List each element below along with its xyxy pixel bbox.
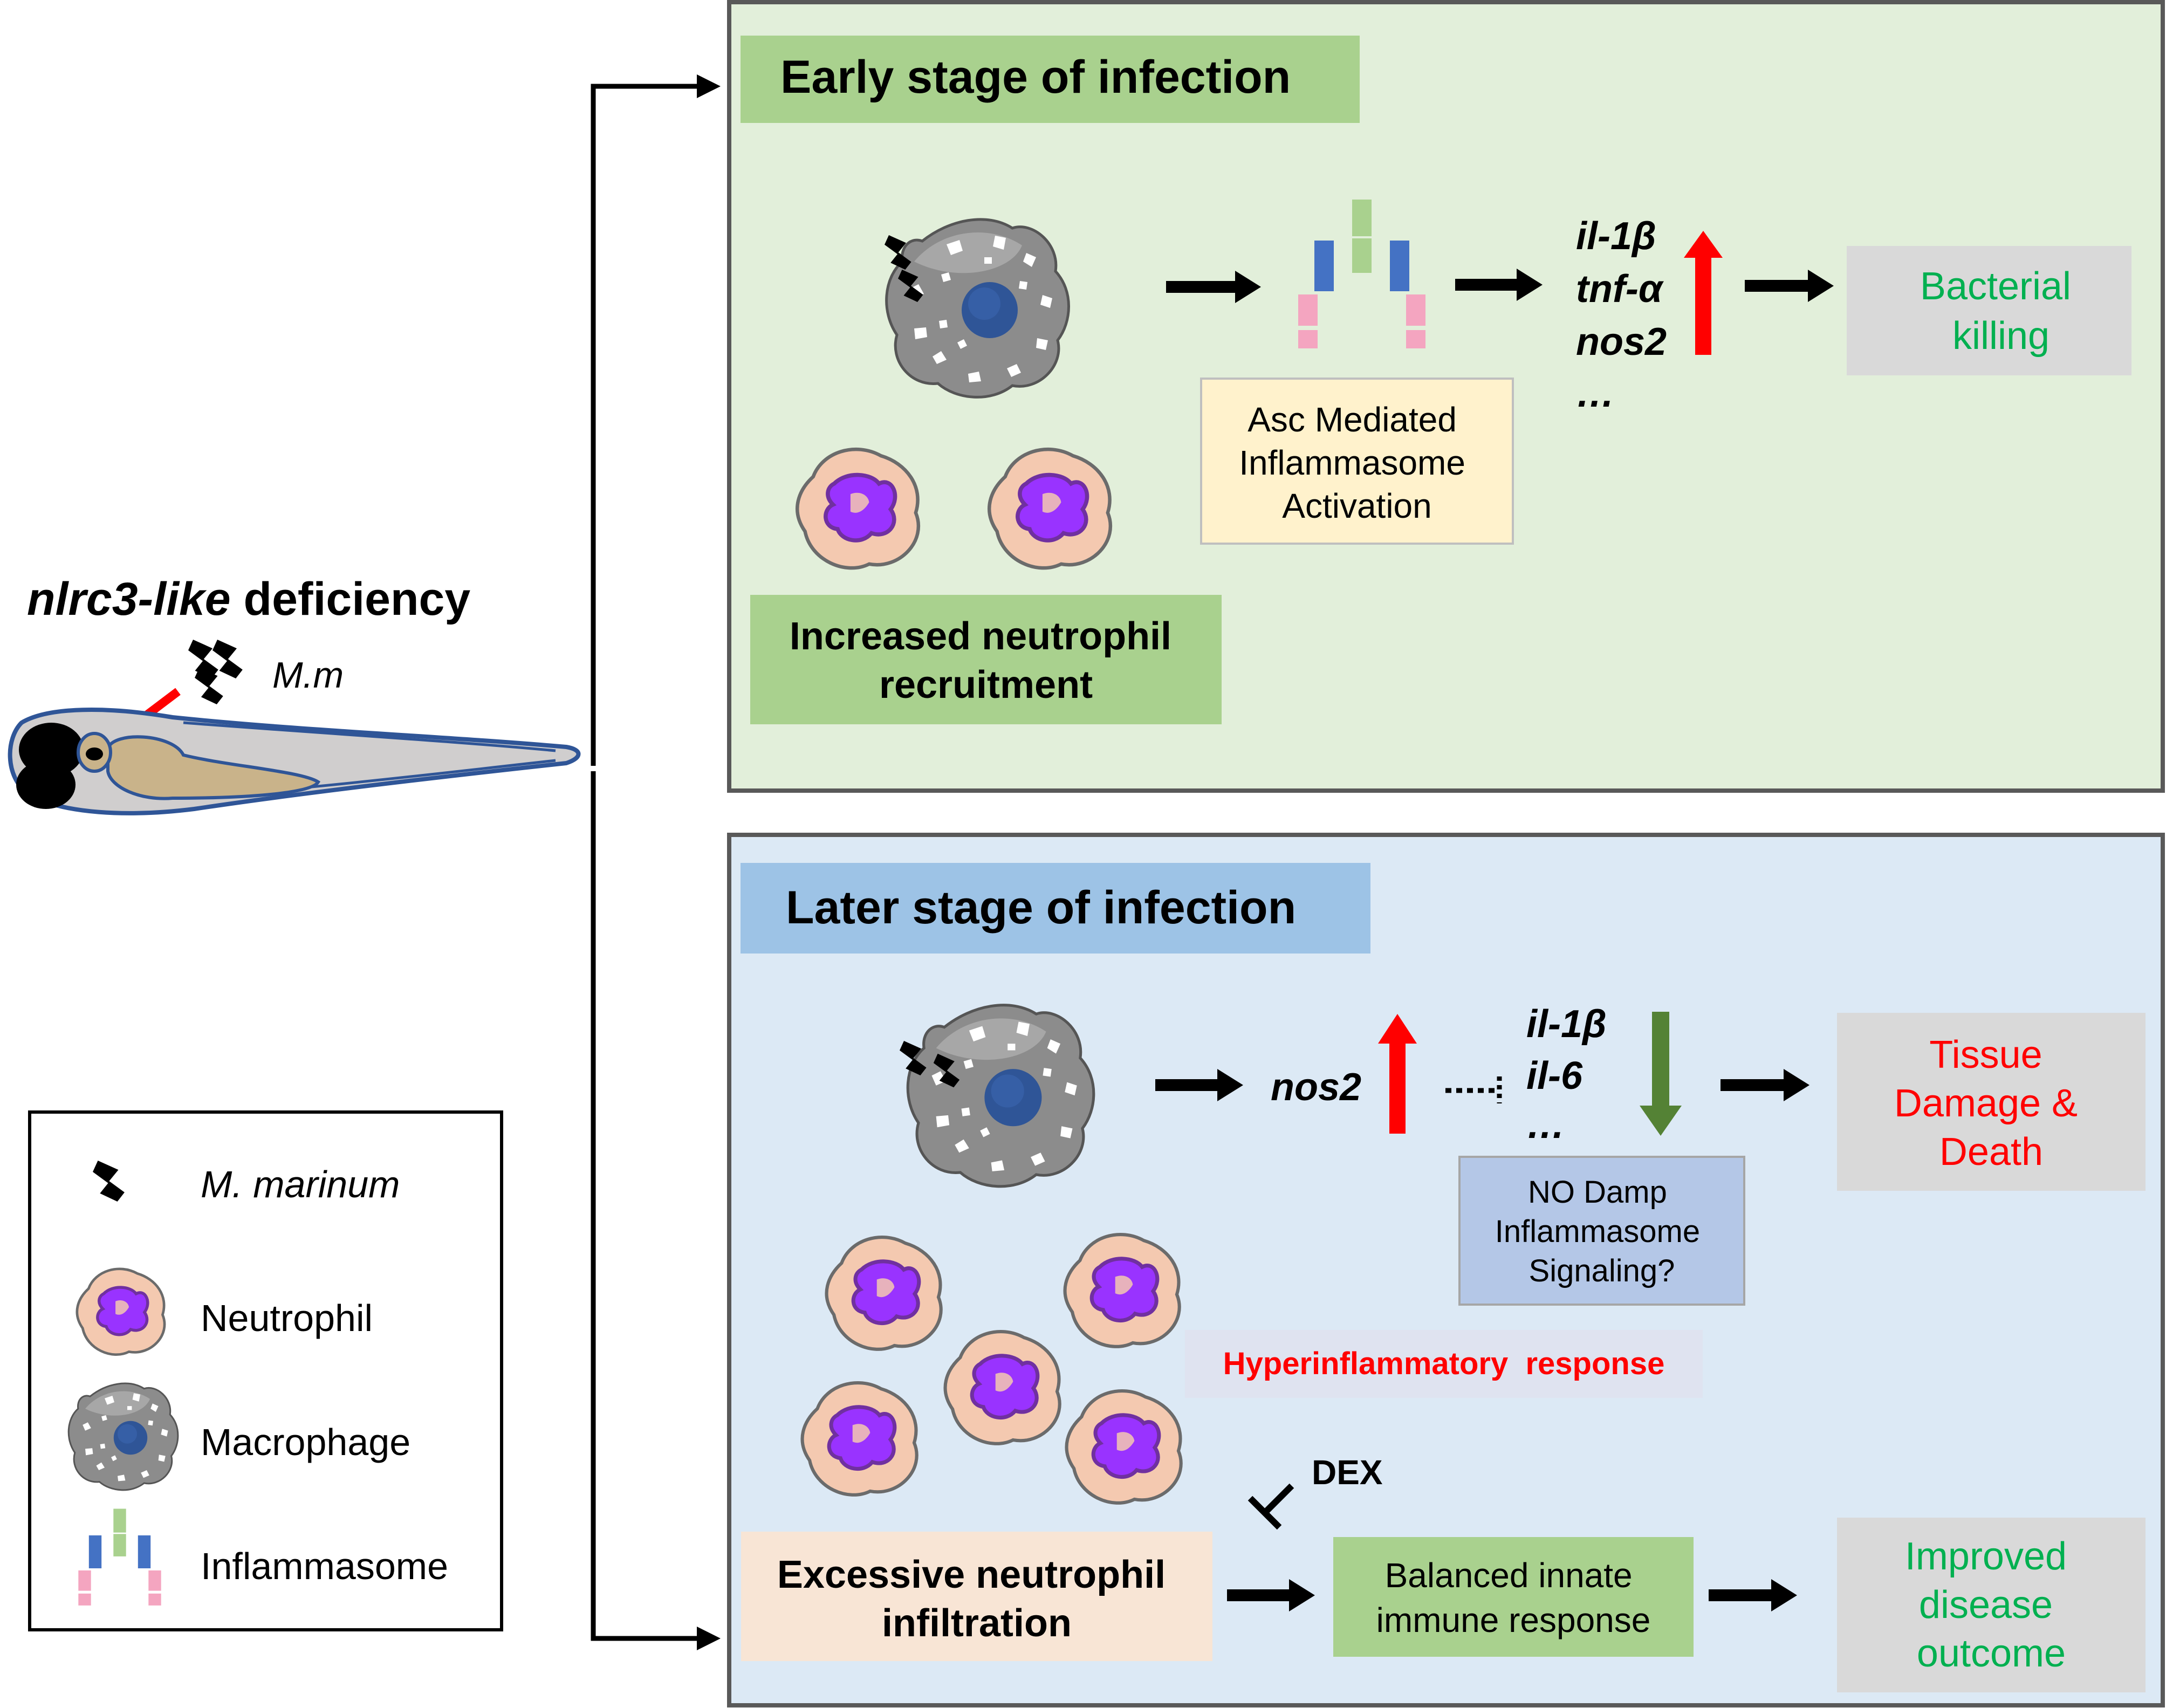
legend-label-neutrophil: Neutrophil bbox=[201, 1297, 373, 1339]
dex-label: DEX bbox=[1312, 1453, 1383, 1492]
neutrophil-recruitment-text: Increased neutrophil recruitment bbox=[790, 615, 1182, 706]
improved-line-2: disease bbox=[1919, 1583, 2053, 1627]
bacterial-killing-line-1: Bacterial bbox=[1920, 265, 2071, 308]
asc-inflammasome-text: Asc Mediated Inflammasome Activation bbox=[1239, 400, 1475, 525]
no-damp-text: NO Damp Inflammasome Signaling? bbox=[1495, 1175, 1709, 1288]
later-gene-list: il-1β il-6 … bbox=[1526, 1003, 1617, 1147]
later-gene-ellipsis: … bbox=[1526, 1103, 1565, 1147]
tissue-damage-text: Tissue Damage & Death bbox=[1894, 1033, 2088, 1174]
balanced-response-text: Balanced innate immune response bbox=[1376, 1556, 1651, 1640]
improved-outcome-text: Improved disease outcome bbox=[1905, 1535, 2078, 1675]
tissue-damage-line-1: Tissue bbox=[1929, 1033, 2042, 1076]
no-damp-line-1: NO Damp bbox=[1528, 1175, 1667, 1210]
bacterial-killing-box bbox=[1847, 246, 2131, 375]
early-stage-title: Early stage of infection bbox=[780, 51, 1291, 103]
early-gene-ellipsis: … bbox=[1576, 372, 1615, 415]
hyperinflammatory-box bbox=[1185, 1330, 1703, 1398]
balanced-line-2: immune response bbox=[1376, 1601, 1651, 1640]
legend-box bbox=[28, 1110, 503, 1631]
legend-label-macrophage: Macrophage bbox=[201, 1421, 410, 1463]
dex-inhibition-symbol bbox=[1247, 1483, 1294, 1530]
excessive-line-2: infiltration bbox=[882, 1602, 1072, 1645]
hyperinflammatory-text: Hyperinflammatory response bbox=[1223, 1346, 1665, 1381]
bacterial-killing-text: Bacterial killing bbox=[1920, 265, 2082, 358]
zebrafish-larva-icon bbox=[8, 708, 581, 815]
asc-inflammasome-box bbox=[1200, 378, 1514, 545]
asc-line-1: Asc Mediated bbox=[1247, 400, 1457, 439]
later-stage-header bbox=[741, 863, 1370, 954]
tissue-damage-line-3: Death bbox=[1939, 1130, 2043, 1174]
asc-line-2: Inflammasome bbox=[1239, 443, 1465, 482]
later-down-arrow bbox=[1640, 1012, 1682, 1136]
legend-label-inflammasome: Inflammasome bbox=[201, 1545, 448, 1587]
legend-macrophage-icon bbox=[67, 1382, 179, 1491]
later-macrophage-icon bbox=[908, 1005, 1094, 1186]
later-stage-title: Later stage of infection bbox=[786, 882, 1296, 934]
tissue-damage-line-2: Damage & bbox=[1894, 1082, 2078, 1125]
bacteria-icon bbox=[188, 640, 243, 704]
neutrophil-recruitment-line-2: recruitment bbox=[879, 663, 1093, 706]
neutrophil-recruitment-line-1: Increased neutrophil bbox=[790, 615, 1171, 658]
balanced-line-1: Balanced innate bbox=[1385, 1556, 1633, 1595]
early-up-arrow bbox=[1684, 231, 1723, 355]
no-damp-box bbox=[1458, 1156, 1745, 1306]
excessive-infiltration-text: Excessive neutrophil infiltration bbox=[777, 1553, 1176, 1645]
excessive-line-1: Excessive neutrophil bbox=[777, 1553, 1166, 1596]
legend-label-m-marinum: M. marinum bbox=[201, 1163, 400, 1205]
early-macrophage-icon bbox=[887, 219, 1069, 397]
improved-line-3: outcome bbox=[1917, 1632, 2066, 1675]
early-gene-list: il-1β tnf-α nos2 … bbox=[1576, 215, 1677, 415]
asc-line-3: Activation bbox=[1282, 486, 1431, 525]
nlrc3-gene-label: nlrc3-like bbox=[27, 573, 231, 625]
no-damp-line-3: Signaling? bbox=[1529, 1253, 1675, 1288]
mm-label: M.m bbox=[272, 655, 344, 696]
excessive-infiltration-box bbox=[741, 1532, 1212, 1661]
early-gene-tnfa: tnf-α bbox=[1576, 267, 1664, 311]
improved-line-1: Improved bbox=[1905, 1535, 2067, 1578]
neutrophil-recruitment-box bbox=[750, 595, 1222, 724]
early-stage-header bbox=[741, 36, 1360, 123]
improved-outcome-box bbox=[1837, 1518, 2146, 1692]
later-gene-il1b: il-1β bbox=[1526, 1003, 1607, 1046]
later-gene-nos2: nos2 bbox=[1271, 1066, 1361, 1109]
branch-connector bbox=[591, 74, 721, 1650]
early-gene-il1b: il-1β bbox=[1576, 215, 1656, 258]
nlrc3-deficiency-title: nlrc3-like deficiency bbox=[27, 573, 470, 625]
bacterial-killing-line-2: killing bbox=[1952, 314, 2050, 358]
no-damp-line-2: Inflammasome bbox=[1495, 1214, 1700, 1249]
tissue-damage-box bbox=[1837, 1013, 2146, 1191]
later-up-arrow bbox=[1378, 1014, 1417, 1134]
balanced-response-box bbox=[1333, 1537, 1694, 1657]
deficiency-label: deficiency bbox=[231, 573, 471, 625]
early-gene-nos2: nos2 bbox=[1576, 320, 1667, 363]
dotted-inhibition-line bbox=[1445, 1076, 1502, 1103]
later-gene-il6: il-6 bbox=[1526, 1054, 1583, 1097]
